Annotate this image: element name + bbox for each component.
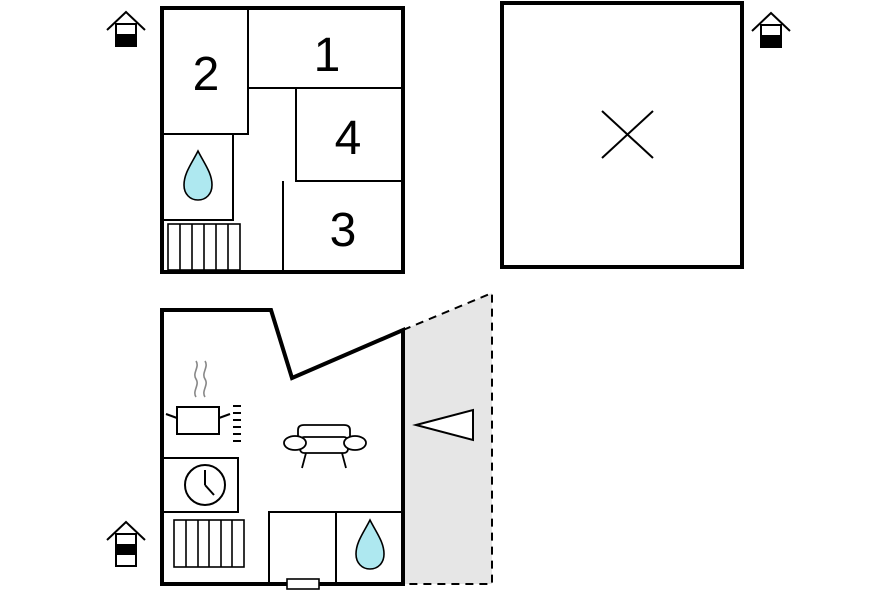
upper-floor-plan: 2 1 4 3 [160, 6, 405, 274]
terrace-area [403, 293, 492, 584]
clock-icon [184, 464, 226, 506]
floor-level-icon [106, 520, 146, 567]
cooking-pot-icon [165, 360, 231, 435]
no-access-area [500, 1, 744, 269]
room-4-wall [295, 88, 403, 182]
ground-floor-plan [160, 308, 405, 590]
terrace-outline [402, 291, 493, 585]
room-1-label: 1 [314, 29, 341, 82]
ground-floor-outline [160, 308, 405, 586]
no-access-cross-icon [601, 110, 654, 159]
direction-triangle-icon [412, 408, 474, 442]
radiator-icon [173, 519, 245, 568]
room-3-label: 3 [330, 204, 357, 257]
room-4-label: 4 [335, 112, 362, 165]
kitchen-wall [162, 457, 239, 513]
floor-level-icon [106, 10, 146, 47]
room-2-label: 2 [193, 48, 220, 101]
bathroom-wall [162, 134, 234, 221]
room-2-wall [162, 8, 249, 135]
stove-vent-icon [233, 405, 241, 442]
bathroom-wall [268, 511, 403, 584]
floor-level-icon [751, 11, 791, 48]
water-drop-icon [183, 149, 213, 201]
sofa-icon [283, 424, 367, 469]
water-drop-icon [355, 518, 385, 570]
entrance-door [286, 578, 320, 590]
radiator-icon [167, 223, 241, 271]
